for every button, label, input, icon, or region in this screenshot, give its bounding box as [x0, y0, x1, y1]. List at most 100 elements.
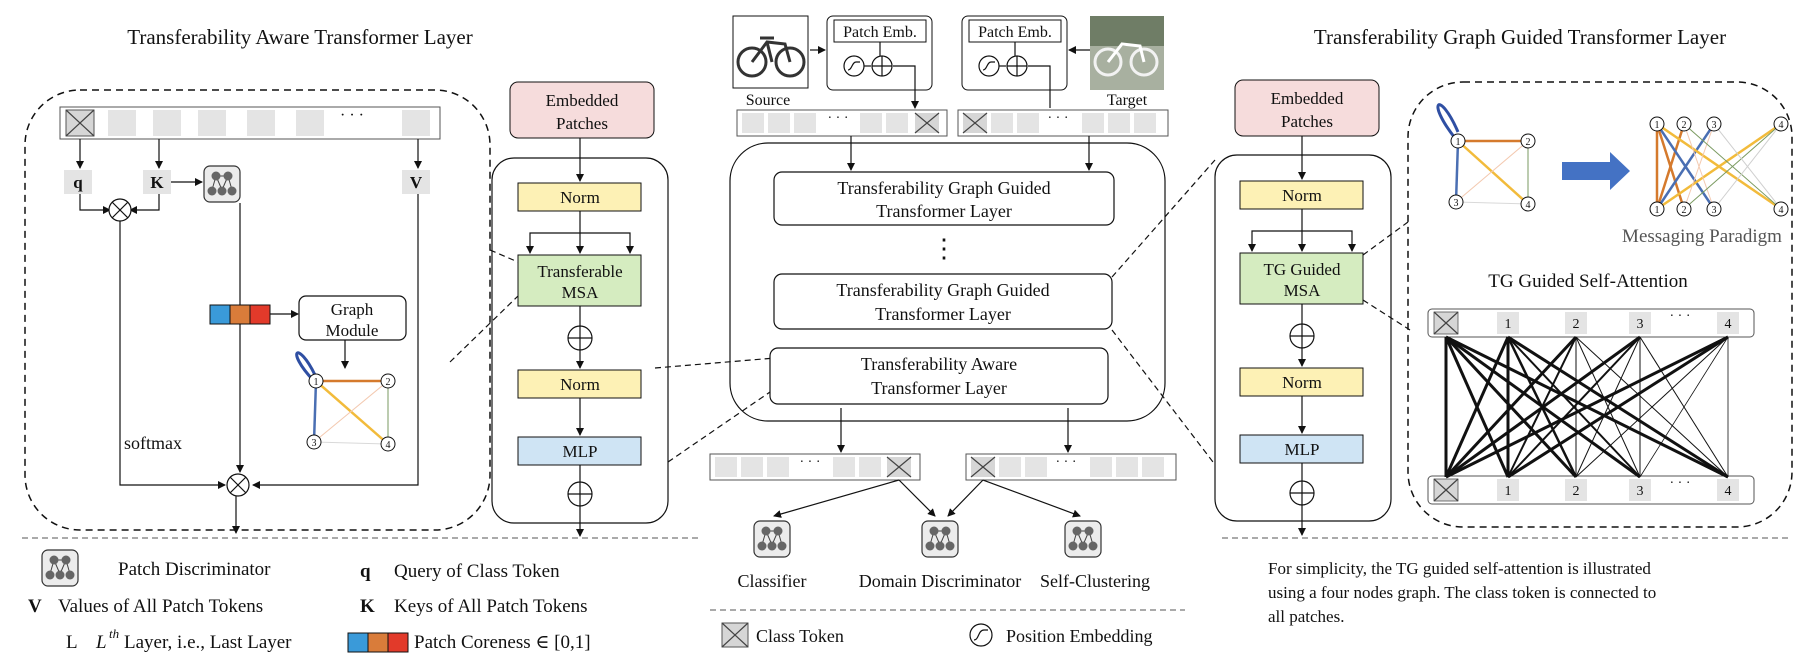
- backbone-frame: [729, 142, 1166, 422]
- legend-l-symbol: L: [66, 632, 78, 653]
- node-label: 3: [312, 438, 317, 449]
- node-label: 3: [1454, 198, 1459, 209]
- vertical-ellipsis: ⋮: [931, 234, 957, 263]
- ellipsis: · · ·: [1670, 476, 1691, 491]
- ellipsis: · · ·: [1670, 309, 1691, 324]
- self-clustering-label: Self-Clustering: [1040, 571, 1150, 591]
- token-index: 1: [1505, 484, 1512, 499]
- patch-token: [1565, 479, 1587, 501]
- add-op: [567, 481, 593, 507]
- coreness-bar: [209, 304, 271, 325]
- classifier-label: Classifier: [738, 571, 807, 591]
- class-token-icon: [721, 622, 749, 648]
- patch-token: [742, 113, 764, 133]
- patch-token: [715, 457, 737, 477]
- ta-layer-label: Transferability Aware: [861, 354, 1017, 374]
- value-label: V: [410, 173, 423, 192]
- legend-l-desc: Layer, i.e., Last Layer: [124, 632, 292, 653]
- note-line: using a four nodes graph. The class toke…: [1268, 583, 1656, 602]
- embedded-patches-label: Patches: [556, 114, 608, 133]
- domain-discriminator-label: Domain Discriminator: [859, 571, 1021, 591]
- class-token: [1433, 478, 1459, 502]
- patch-emb-label: Patch Emb.: [843, 24, 917, 41]
- position-embedding-icon: [969, 623, 993, 647]
- tg-layer-label: Transformer Layer: [875, 304, 1011, 324]
- ellipsis: · · ·: [340, 107, 364, 124]
- position-embedding-icon: [843, 55, 893, 77]
- node-label: 1: [1655, 205, 1660, 216]
- position-embedding-icon: [978, 55, 1028, 77]
- node-label: 1: [314, 377, 319, 388]
- tg-layer-label: Transformer Layer: [876, 201, 1012, 221]
- multiply-op: [108, 198, 132, 222]
- patch-token: [1629, 479, 1651, 501]
- class-token: [962, 112, 988, 134]
- node-label: 4: [386, 440, 391, 451]
- attention-detail-box: [24, 89, 491, 531]
- patch-token: [833, 457, 855, 477]
- query-box: [64, 170, 92, 194]
- query-label: q: [73, 173, 83, 192]
- key-label: K: [150, 173, 164, 192]
- self-clustering-icon: [1064, 520, 1102, 558]
- token-index: 2: [1573, 317, 1580, 332]
- legend-k-symbol: K: [360, 596, 375, 617]
- token-index: 2: [1573, 484, 1580, 499]
- patch-token: [1017, 113, 1039, 133]
- patch-token: [1497, 479, 1519, 501]
- arrow-right-icon: [1562, 152, 1630, 190]
- left-title: Transferability Aware Transformer Layer: [127, 25, 472, 49]
- patch-token: [1082, 113, 1104, 133]
- ellipsis: · · ·: [828, 111, 849, 126]
- embedded-patches-label: Embedded: [546, 91, 619, 110]
- patch-token: [1565, 312, 1587, 334]
- norm-label: Norm: [560, 375, 600, 394]
- patch-token: [1497, 312, 1519, 334]
- class-token: [914, 112, 940, 134]
- ellipsis: · · ·: [1048, 111, 1069, 126]
- value-box: [402, 170, 430, 194]
- msa-label: Transferable: [537, 262, 622, 281]
- msa-label: TG Guided: [1264, 260, 1341, 279]
- embedded-patches-label: Embedded: [1271, 89, 1344, 108]
- legend-v-desc: Values of All Patch Tokens: [58, 596, 263, 617]
- patch-token: [153, 110, 181, 136]
- legend-k-desc: Keys of All Patch Tokens: [394, 596, 588, 617]
- node-label: 3: [1712, 120, 1717, 131]
- domain-discriminator-icon: [921, 520, 959, 558]
- patch-token: [860, 113, 882, 133]
- tg-layer-label: Transferability Graph Guided: [837, 178, 1050, 198]
- patch-token: [247, 110, 275, 136]
- tg-layer-box: [773, 171, 1115, 226]
- norm-block: [517, 182, 642, 212]
- add-op: [1289, 323, 1315, 349]
- legend-q-symbol: q: [360, 561, 371, 582]
- note-line: For simplicity, the TG guided self-atten…: [1268, 559, 1651, 578]
- patch-discriminator-icon: [41, 549, 79, 587]
- patch-token: [999, 457, 1021, 477]
- node-label: 1: [1655, 120, 1660, 131]
- patch-token: [859, 457, 881, 477]
- node-label: 4: [1779, 120, 1784, 131]
- patch-token: [794, 113, 816, 133]
- token-row-bottom: [1427, 475, 1755, 505]
- ta-layer-box: [769, 347, 1109, 405]
- token-index: 4: [1725, 484, 1732, 499]
- target-label: Target: [1107, 92, 1148, 109]
- embedded-patches-box: [1234, 79, 1380, 137]
- patch-token: [1090, 457, 1112, 477]
- patch-token: [1717, 312, 1739, 334]
- attention-edges: [1444, 335, 1729, 479]
- token-index: 1: [1505, 317, 1512, 332]
- class-token: [970, 456, 996, 478]
- coreness-bar: [347, 632, 409, 653]
- token-index: 3: [1637, 484, 1644, 499]
- multiply-op: [226, 473, 250, 497]
- patch-token: [741, 457, 763, 477]
- messaging-paradigm-label: Messaging Paradigm: [1622, 226, 1782, 247]
- class-token: [65, 109, 95, 137]
- token-index: 3: [1637, 317, 1644, 332]
- add-op: [567, 325, 593, 351]
- patch-token: [991, 113, 1013, 133]
